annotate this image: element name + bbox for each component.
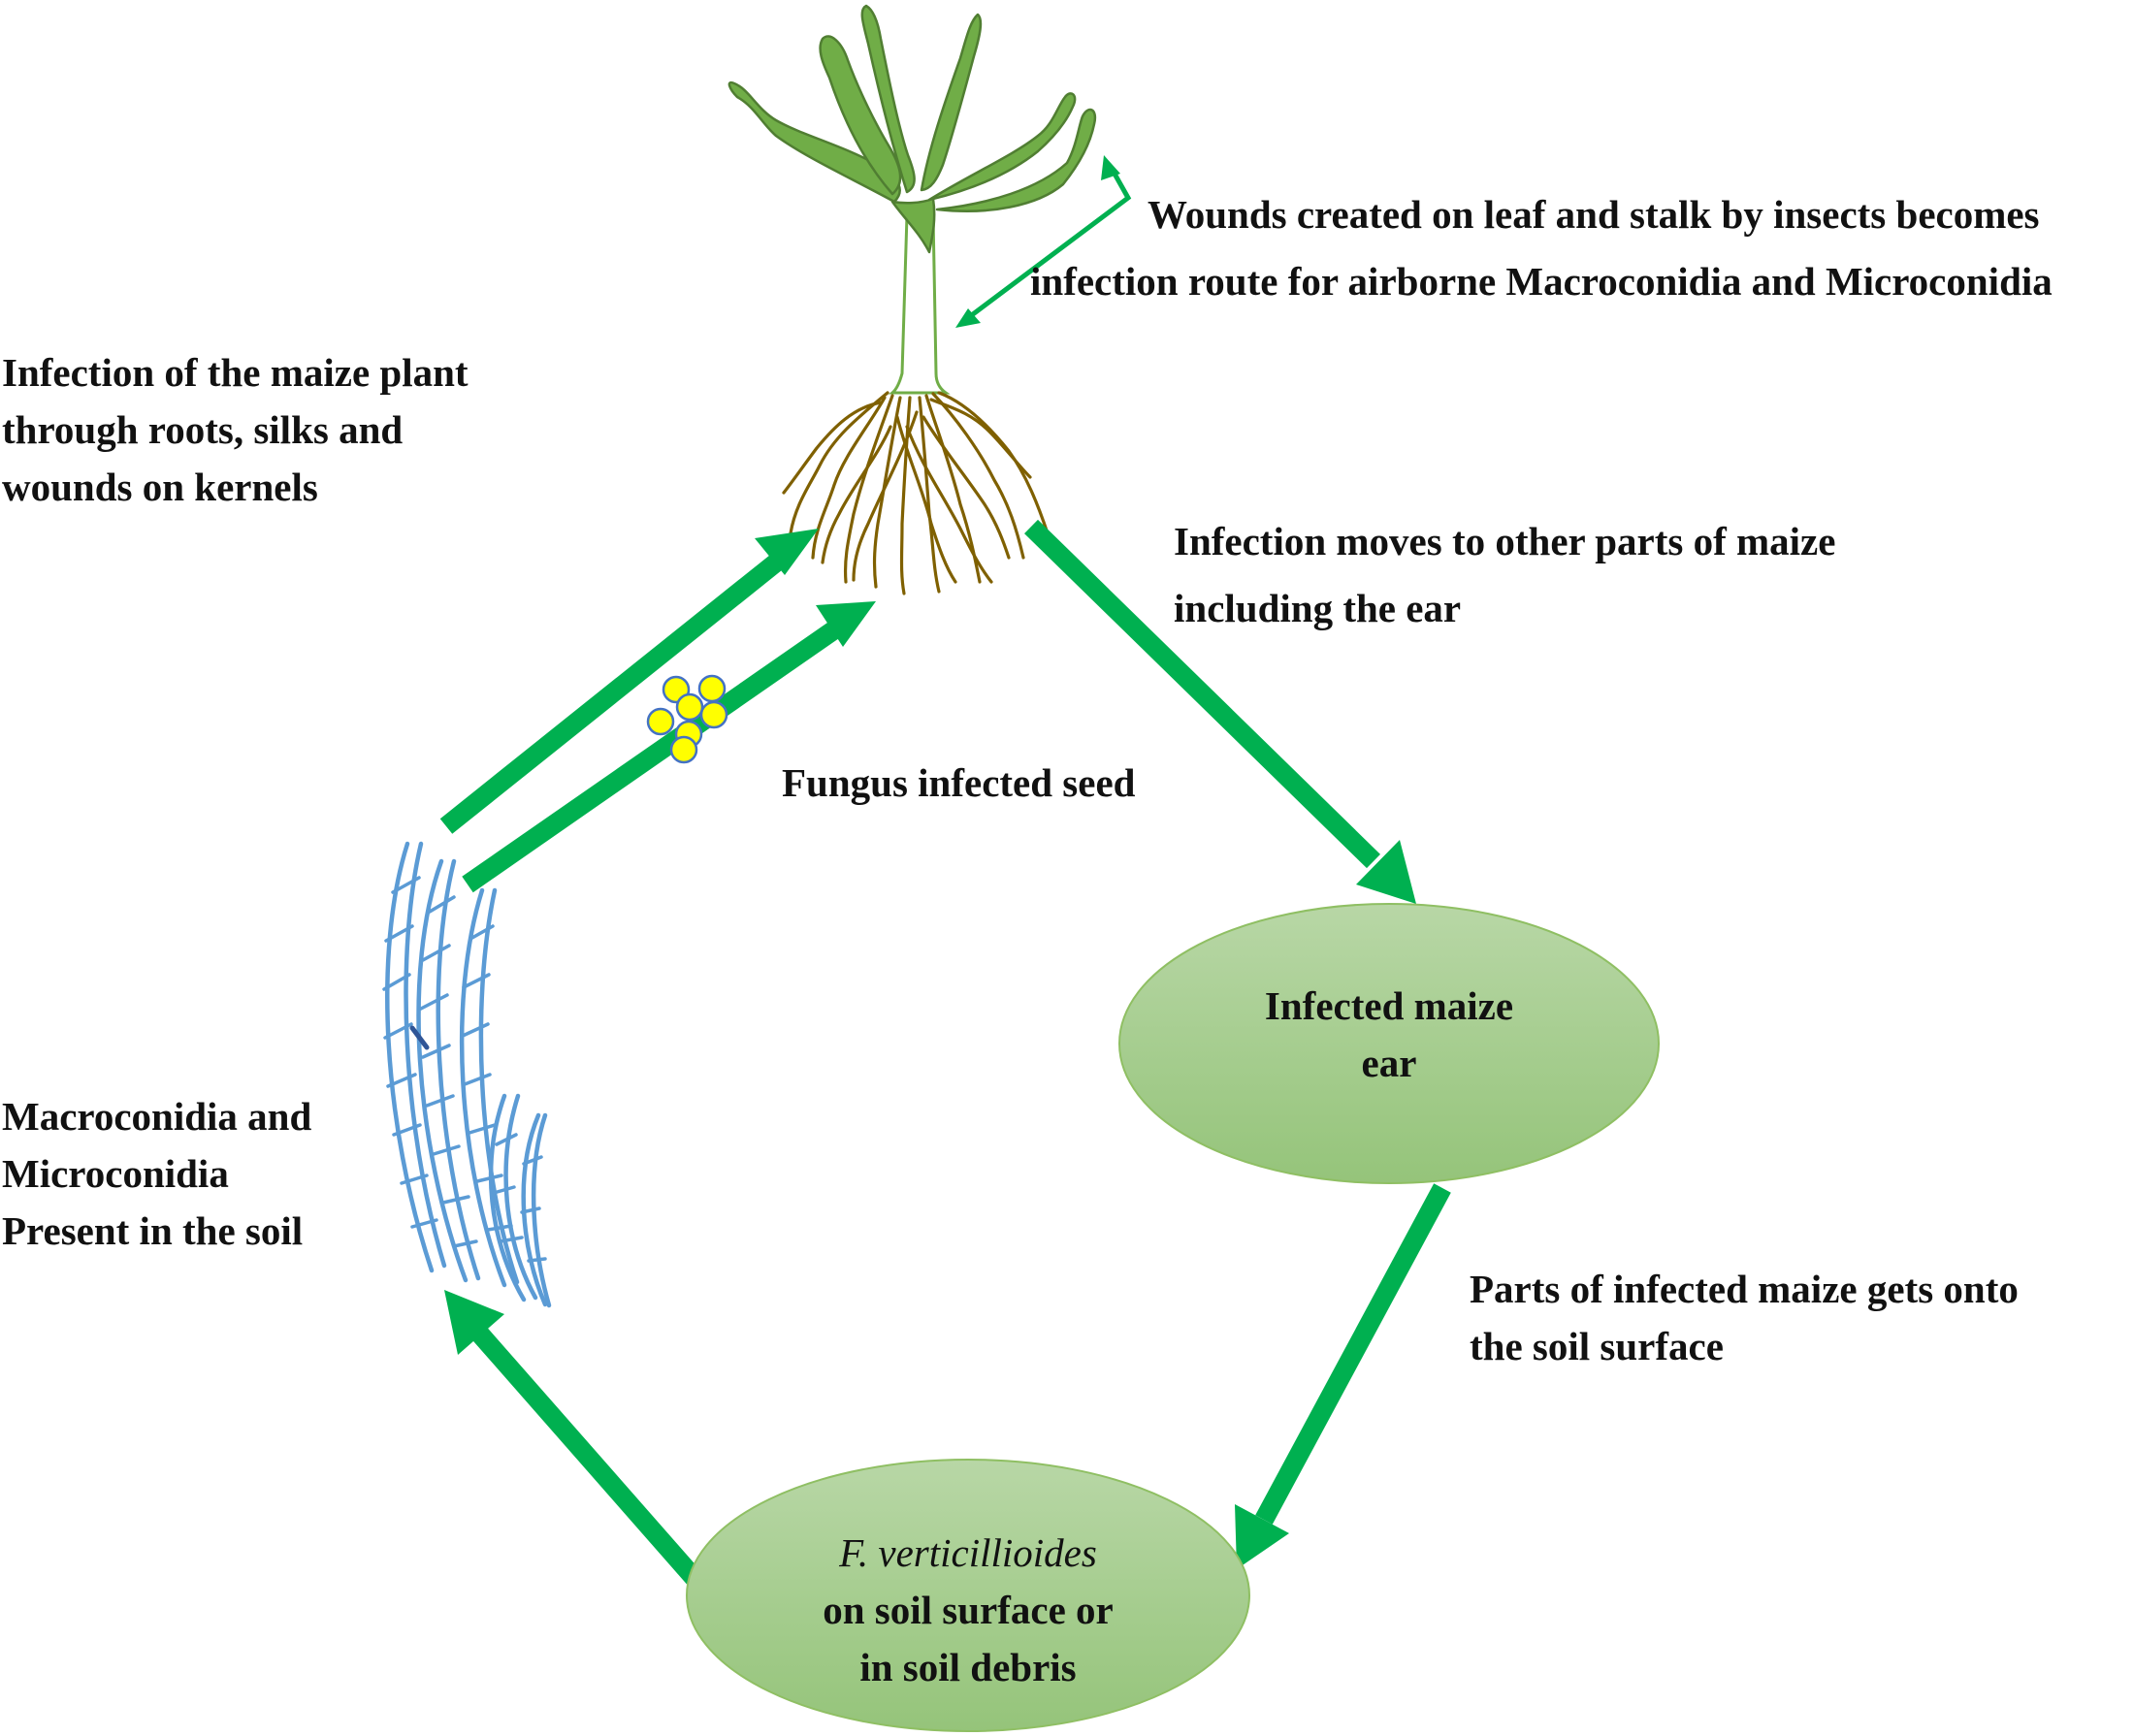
leaf-left-upper <box>819 35 902 196</box>
infection-moves-line1: Infection moves to other parts of maize <box>1174 519 1836 563</box>
fungus-seed-label: Fungus infected seed <box>782 760 1136 805</box>
stalk <box>888 213 951 395</box>
wounds-label-line1: Wounds created on leaf and stalk by inse… <box>1148 192 2040 237</box>
soil-surface-text: F. verticillioides on soil surface or in… <box>735 1525 1201 1696</box>
soil-conidia-line3: Present in the soil <box>2 1208 304 1253</box>
soil-surface-line1: F. verticillioides <box>839 1530 1097 1575</box>
infected-ear-line2: ear <box>1361 1041 1417 1085</box>
arrow-seed-to-roots <box>462 601 876 893</box>
soil-conidia-line1: Macroconidia and <box>2 1094 312 1139</box>
infected-ear-text: Infected maize ear <box>1195 978 1583 1092</box>
infection-plant-line3: wounds on kernels <box>2 465 318 509</box>
arrow-roots-to-ear <box>1024 519 1416 904</box>
soil-conidia-label: Macroconidia and Microconidia Present in… <box>2 1088 311 1260</box>
soil-conidia-line2: Microconidia <box>2 1151 229 1196</box>
infection-plant-line1: Infection of the maize plant <box>2 350 469 395</box>
arrow-conidia-to-roots <box>439 529 819 834</box>
wounds-label: Wounds created on leaf and stalk by inse… <box>1030 181 2053 315</box>
infection-moves-line2: including the ear <box>1174 586 1462 630</box>
leaf-base <box>890 197 936 254</box>
soil-surface-line2: on soil surface or <box>823 1588 1114 1632</box>
roots-icon <box>782 391 1050 595</box>
arrow-ear-to-soil <box>1235 1183 1451 1569</box>
parts-soil-label: Parts of infected maize gets onto the so… <box>1470 1261 2019 1375</box>
soil-surface-line3: in soil debris <box>859 1645 1077 1689</box>
infection-plant-line2: through roots, silks and <box>2 407 404 452</box>
infection-moves-label: Infection moves to other parts of maize … <box>1174 508 1835 642</box>
maize-plant-icon <box>728 4 1097 395</box>
arrow-soil-to-conidia <box>444 1290 706 1590</box>
parts-soil-line1: Parts of infected maize gets onto <box>1470 1267 2019 1311</box>
infected-ear-ellipse <box>1118 903 1660 1184</box>
leaf-far-right <box>935 108 1097 212</box>
leaf-right-curl <box>927 92 1077 202</box>
wounds-label-line2: infection route for airborne Macroconidi… <box>1030 259 2053 304</box>
soil-surface-ellipse <box>686 1459 1250 1732</box>
seed-cluster-icon <box>646 674 728 764</box>
conidia-icon <box>382 841 552 1308</box>
infected-ear-line1: Infected maize <box>1264 983 1514 1028</box>
arrow-wounds-bracket <box>955 155 1132 328</box>
leaf-center-right <box>920 13 983 192</box>
leaf-center-tall <box>860 4 916 194</box>
infection-plant-label: Infection of the maize plant through roo… <box>2 344 469 516</box>
parts-soil-line2: the soil surface <box>1470 1324 1724 1368</box>
